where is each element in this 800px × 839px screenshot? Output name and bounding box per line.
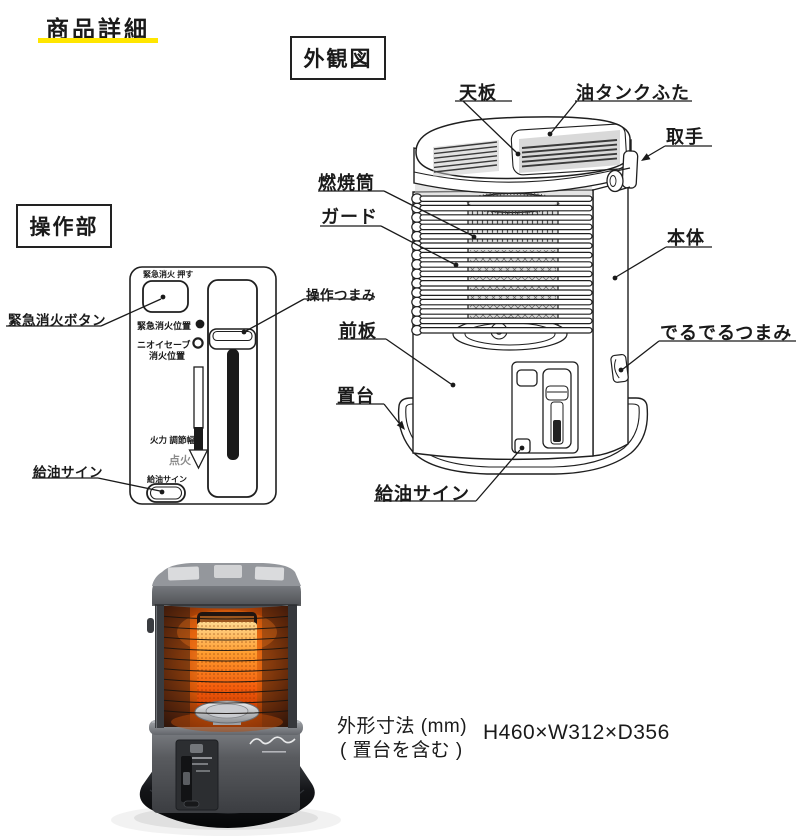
label-combustion-cylinder: 燃焼筒 <box>318 173 375 193</box>
label-emergency-button: 緊急消火ボタン <box>8 313 106 328</box>
label-refuel-sign-op: 給油サイン <box>33 465 103 480</box>
leader-lines <box>6 100 796 502</box>
dimensions-label-line1: 外形寸法 (mm) <box>337 716 468 737</box>
panel-text-extinguish-position: 消火位置 <box>149 351 186 361</box>
label-refuel-sign: 給油サイン <box>375 484 470 504</box>
panel-text-refuel-sign: 給油サイン <box>147 475 187 484</box>
guard-bars <box>411 193 593 336</box>
label-deru-deru-knob: でるでるつまみ <box>660 323 793 343</box>
dimensions-label-line2: ( 置台を含む ) <box>340 740 463 761</box>
label-stand: 置台 <box>337 386 375 406</box>
panel-text-heat-range: 火力 調節幅 <box>150 435 195 445</box>
title-underline <box>38 38 158 43</box>
panel-text-emergency-push: 緊急消火 押す <box>143 270 194 279</box>
label-handle: 取手 <box>666 127 704 147</box>
page-title: 商品詳細 <box>46 16 150 42</box>
label-front-plate: 前板 <box>339 321 377 341</box>
panel-text-ignition: 点火 <box>169 455 191 467</box>
exterior-diagram <box>397 116 649 475</box>
front-control-panel <box>511 361 579 454</box>
panel-text-odor-save: ニオイセーブ <box>137 340 191 350</box>
exterior-section-heading: 外観図 <box>290 36 386 80</box>
operation-section-heading: 操作部 <box>16 204 112 248</box>
label-oil-tank-lid: 油タンクふた <box>576 83 690 103</box>
dimensions-value: H460×W312×D356 <box>483 721 670 744</box>
label-main-body: 本体 <box>667 228 705 248</box>
label-operation-knob: 操作つまみ <box>306 288 376 303</box>
label-top-plate: 天板 <box>459 83 497 103</box>
handle-shape <box>606 150 639 193</box>
label-guard: ガード <box>321 207 378 227</box>
product-photo <box>111 563 341 836</box>
panel-text-emergency-position: 緊急消火位置 <box>137 320 192 331</box>
